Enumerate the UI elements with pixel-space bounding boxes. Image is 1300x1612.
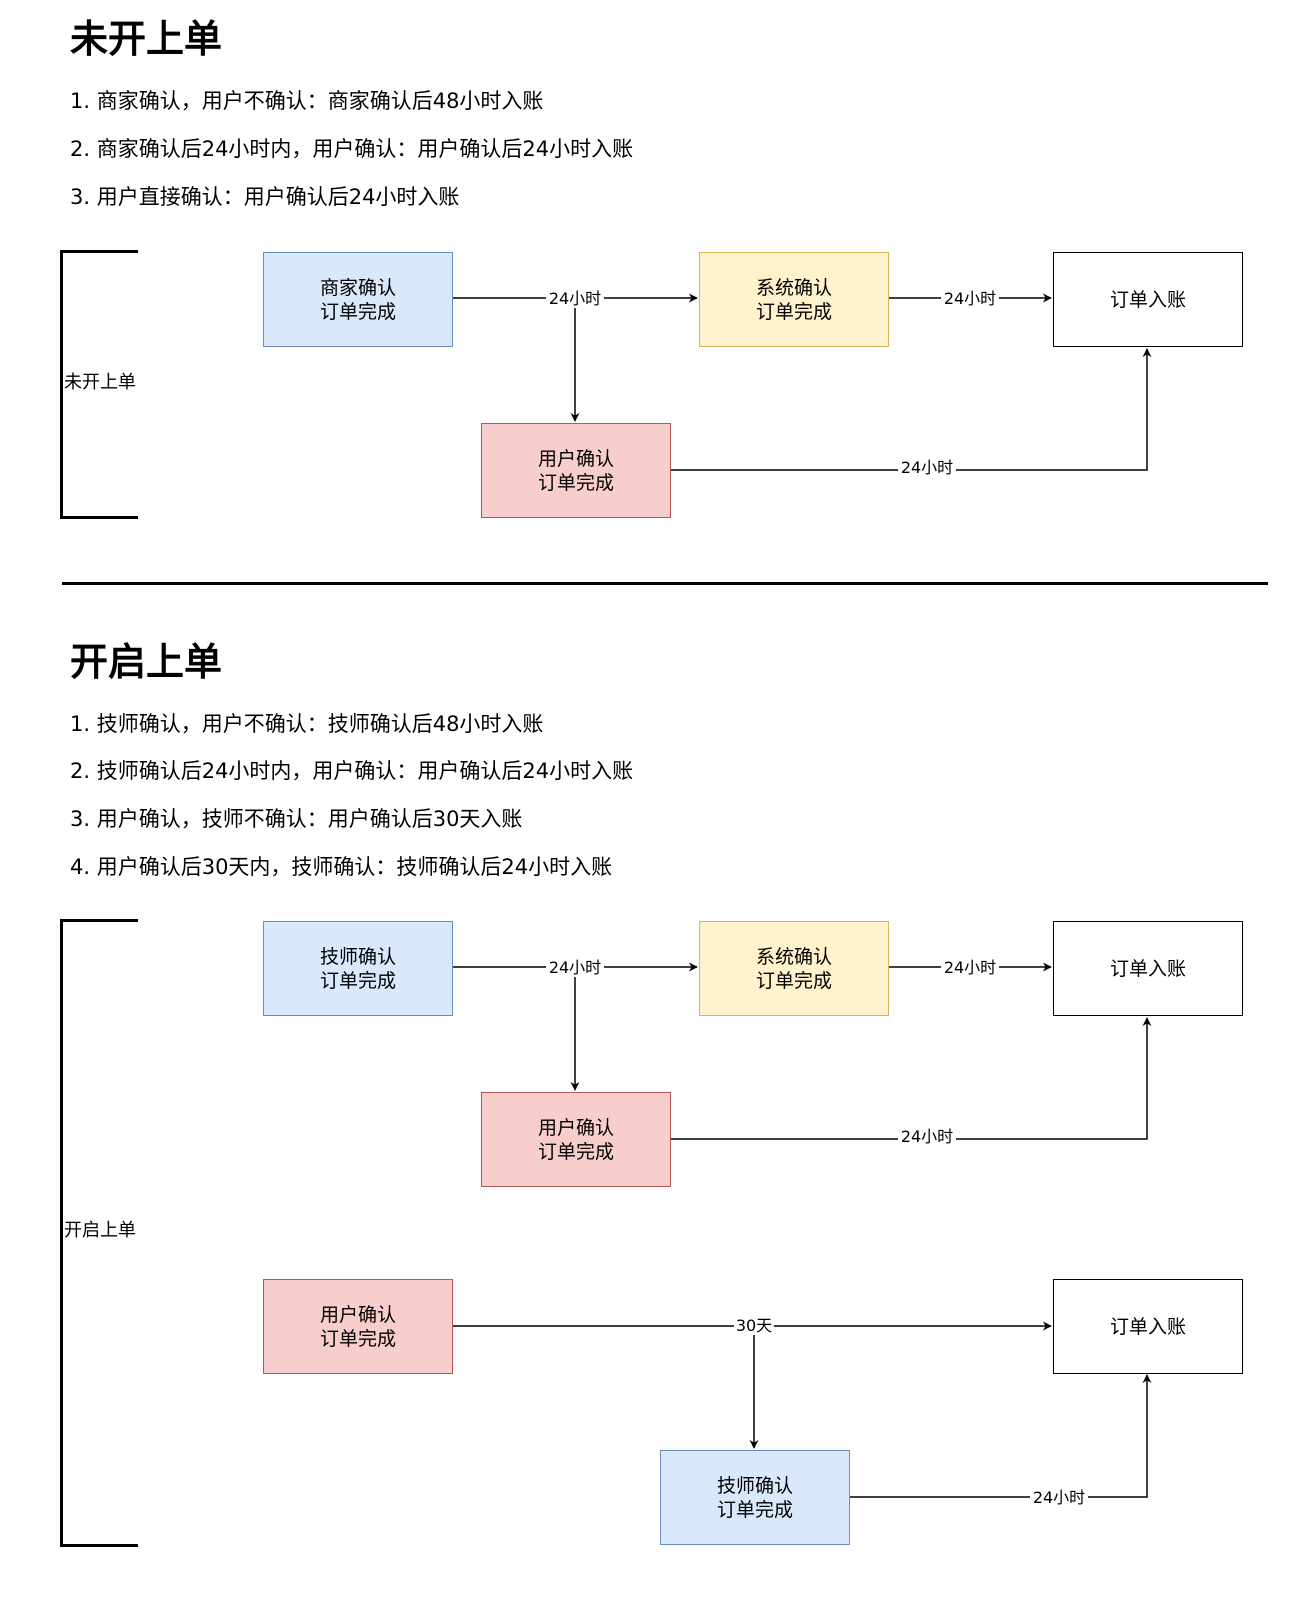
node-line: 订单完成 [716,1498,793,1521]
rule-1: 1. 技师确认，用户不确认：技师确认后48小时入账 [70,712,544,736]
section-title-enabled: 开启上单 [70,640,223,684]
system-confirm-node: 系统确认 订单完成 [699,252,889,347]
system-confirm-node: 系统确认 订单完成 [699,921,889,1016]
node-line: 订单完成 [537,471,614,494]
edge-tech2-to-booked2 [850,1374,1152,1498]
user-confirm-node: 用户确认 订单完成 [481,1092,671,1187]
bracket-label: 未开上单 [64,372,136,393]
tech-confirm-node: 技师确认 订单完成 [263,921,453,1016]
label-backdrop [941,957,999,977]
label-backdrop [898,457,956,477]
section-title-disabled: 未开上单 [70,17,223,61]
label-backdrop [1030,1487,1088,1507]
rule-2: 2. 商家确认后24小时内，用户确认：用户确认后24小时入账 [70,137,634,161]
node-line: 系统确认 [755,945,832,968]
node-line: 用户确认 [319,1303,396,1326]
node-line: 订单完成 [537,1140,614,1163]
section-divider [62,582,1268,585]
rule-2: 2. 技师确认后24小时内，用户确认：用户确认后24小时入账 [70,759,634,783]
edge-label: 24小时 [549,958,601,977]
edge-label: 24小时 [901,1127,953,1146]
edge-label: 24小时 [944,289,996,308]
node-line: 系统确认 [755,276,832,299]
edge-user-to-booked [671,348,1152,471]
edge-label: 24小时 [1033,1488,1085,1507]
section-bracket [60,250,138,519]
rule-3: 3. 用户直接确认：用户确认后24小时入账 [70,185,460,209]
node-line: 订单入账 [1109,288,1186,311]
node-line: 订单入账 [1109,957,1186,980]
order-booked-node: 订单入账 [1053,252,1243,347]
merchant-confirm-node: 商家确认 订单完成 [263,252,453,347]
section-bracket [60,919,138,1547]
edge-user-to-booked [671,1017,1152,1140]
edge-label: 24小时 [901,458,953,477]
node-line: 订单完成 [319,300,396,323]
node-line: 订单完成 [755,300,832,323]
rule-3: 3. 用户确认，技师不确认：用户确认后30天入账 [70,807,523,831]
user-confirm-node-2: 用户确认 订单完成 [263,1279,453,1374]
node-line: 商家确认 [319,276,396,299]
node-line: 订单完成 [319,969,396,992]
node-line: 订单完成 [319,1327,396,1350]
rule-1: 1. 商家确认，用户不确认：商家确认后48小时入账 [70,89,544,113]
label-backdrop [898,1126,956,1146]
rule-4: 4. 用户确认后30天内，技师确认：技师确认后24小时入账 [70,855,613,879]
node-line: 用户确认 [537,447,614,470]
edge-label: 24小时 [549,289,601,308]
node-line: 订单完成 [755,969,832,992]
edge-label: 24小时 [944,958,996,977]
label-backdrop [546,288,604,308]
label-backdrop [941,288,999,308]
bracket-label: 开启上单 [64,1220,136,1241]
node-line: 技师确认 [319,945,396,968]
node-line: 用户确认 [537,1116,614,1139]
user-confirm-node: 用户确认 订单完成 [481,423,671,518]
edge-label: 30天 [736,1316,772,1335]
order-booked-node: 订单入账 [1053,921,1243,1016]
node-line: 技师确认 [716,1474,793,1497]
label-backdrop [546,957,604,977]
order-booked-node-2: 订单入账 [1053,1279,1243,1374]
tech-confirm-node-2: 技师确认 订单完成 [660,1450,850,1545]
label-backdrop [734,1315,774,1335]
node-line: 订单入账 [1109,1315,1186,1338]
